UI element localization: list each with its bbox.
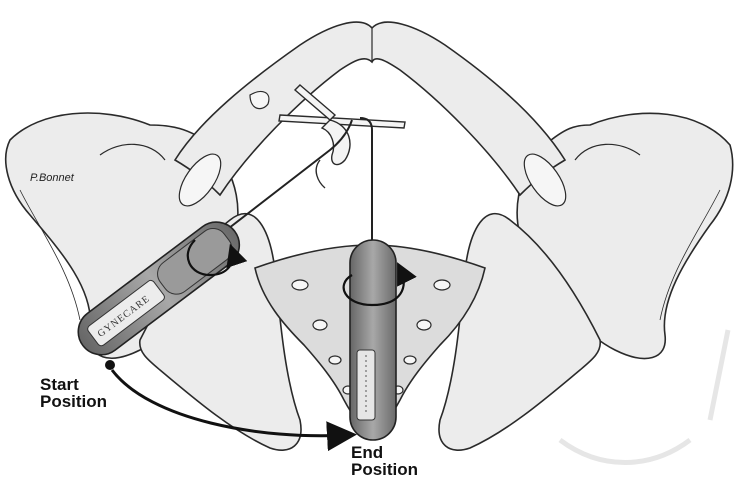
end-label-line2: Position (351, 461, 418, 478)
artist-signature: P.Bonnet (30, 172, 74, 184)
start-label-line2: Position (40, 393, 107, 410)
start-label-line1: Start (40, 376, 79, 393)
handle-end (350, 240, 396, 440)
start-dot (105, 360, 115, 370)
pubic-arch (175, 22, 565, 195)
end-label-line1: End (351, 444, 383, 461)
needle-end (360, 118, 372, 245)
